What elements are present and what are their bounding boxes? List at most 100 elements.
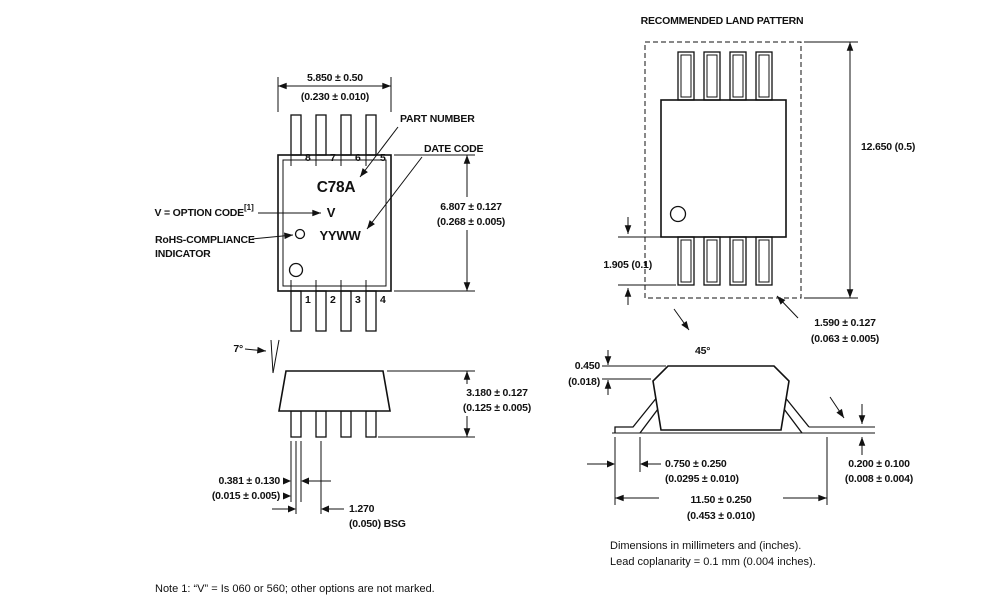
dim-land-pad-width-mm: 1.590 ± 0.127: [814, 317, 876, 329]
rohs-label-line1: RoHS-COMPLIANCE: [155, 234, 255, 246]
arrowhead: [607, 460, 615, 468]
units-note: Dimensions in millimeters and (inches).: [610, 540, 801, 552]
dim-overall-width: 11.50 ± 0.250 (0.453 ± 0.010): [614, 437, 828, 522]
dim-body-height-mm: 3.180 ± 0.127: [466, 387, 528, 399]
land-pad-inner: [758, 54, 770, 98]
land-pattern-title: RECOMMENDED LAND PATTERN: [641, 15, 804, 27]
dim-foot-length-in: (0.0295 ± 0.010): [665, 473, 739, 485]
land-pad: [755, 51, 773, 101]
coplanarity-note: Lead coplanarity = 0.1 mm (0.004 inches)…: [610, 556, 816, 568]
dim-body-width-mm: 5.850 ± 0.50: [307, 72, 363, 84]
dim-foot-length-mm: 0.750 ± 0.250: [665, 458, 727, 470]
dim-body-width: 5.850 ± 0.50 (0.230 ± 0.010): [277, 72, 392, 112]
side-view-body: [278, 370, 391, 412]
land-pad: [755, 236, 773, 286]
arrowhead: [321, 505, 329, 513]
pin-4: [365, 290, 377, 332]
pin-number-6: 6: [355, 152, 361, 164]
date-code-leader-arrow: [366, 156, 423, 230]
land-pad: [729, 51, 747, 101]
dim-lead-pitch-mm: 1.270: [349, 503, 375, 515]
pin-index-ticks: [290, 155, 367, 291]
land-pattern-body: [660, 99, 787, 238]
dim-lead-thickness-mm: 0.200 ± 0.100: [848, 458, 910, 470]
land-pad-inner: [680, 239, 692, 283]
arrowhead: [283, 477, 291, 485]
land-pad: [703, 236, 721, 286]
marking-option-code: V: [327, 205, 336, 220]
dim-chamfer-angle: 45°: [695, 345, 710, 357]
package-top-view: 8 7 6 5 1 2 3 4 C78A V YYWW: [277, 114, 392, 332]
dim-body-length: 6.807 ± 0.127 (0.268 ± 0.005): [394, 154, 512, 292]
arrowhead: [301, 477, 309, 485]
pin-number-7: 7: [330, 152, 336, 164]
dim-lead-width: 0.381 ± 0.130 (0.015 ± 0.005): [212, 441, 331, 502]
dim-chamfer-height-in: (0.018): [568, 376, 600, 388]
land-pattern-boundary: [644, 41, 802, 299]
dim-lead-thickness: 0.200 ± 0.100 (0.008 ± 0.004): [829, 396, 913, 485]
arrowhead: [640, 460, 648, 468]
dim-land-pattern-length-value: 12.650 (0.5): [861, 141, 915, 153]
land-pads-top: [677, 51, 773, 101]
rohs-label-line2: INDICATOR: [155, 248, 211, 260]
dim-foot-length: 0.750 ± 0.250 (0.0295 ± 0.010): [587, 437, 739, 485]
end-view-body: [652, 365, 790, 431]
side-lead-2: [315, 410, 327, 438]
dim-body-height-in: (0.125 ± 0.005): [463, 402, 531, 414]
pin-8: [290, 114, 302, 156]
rohs-leader-arrow: [251, 232, 294, 240]
land-pad: [729, 236, 747, 286]
dim-body-width-in: (0.230 ± 0.010): [301, 91, 369, 103]
pin-2: [315, 290, 327, 332]
pin-number-3: 3: [355, 294, 361, 306]
land-pad-inner: [680, 54, 692, 98]
side-lead-1: [290, 410, 302, 438]
dim-draft-angle: 7°: [233, 343, 243, 355]
recommended-land-pattern: RECOMMENDED LAND PATTERN 12.650 (0.5): [603, 15, 915, 345]
pin-number-2: 2: [330, 294, 336, 306]
side-lead-3: [340, 410, 352, 438]
dim-land-pad-height: 1.905 (0.1): [603, 217, 676, 305]
land-pad-inner: [706, 239, 718, 283]
dim-land-pad-height-value: 1.905 (0.1): [603, 259, 652, 271]
pin-1: [290, 290, 302, 332]
land-pad: [677, 236, 695, 286]
draft-angle-edge-line: [272, 339, 280, 374]
draft-angle-reference-line: [270, 339, 274, 374]
marking-part-number: C78A: [317, 179, 356, 196]
rohs-indicator-circle: [294, 228, 306, 240]
dim-lead-width-in: (0.015 ± 0.005): [212, 490, 280, 502]
dim-text-backing: [456, 384, 540, 416]
package-end-view: 45° 0.450 (0.018) 0.750 ±: [568, 308, 913, 522]
dim-land-pad-width: 1.590 ± 0.127 (0.063 ± 0.005): [776, 295, 879, 345]
land-pad-inner: [706, 54, 718, 98]
dim-lead-pitch-in: (0.050) BSG: [349, 518, 406, 530]
pin-number-4: 4: [380, 294, 386, 306]
dim-lead-thickness-in: (0.008 ± 0.004): [845, 473, 913, 485]
top-view-callouts: PART NUMBER DATE CODE V = OPTION CODE [1…: [155, 113, 484, 260]
package-body-inner-outline: [282, 159, 387, 287]
part-number-leader-arrow: [359, 126, 399, 178]
pin-6: [340, 114, 352, 156]
option-code-footnote: Note 1: “V” = Is 060 or 560; other optio…: [155, 583, 435, 595]
dim-chamfer-height: 0.450 (0.018): [568, 350, 666, 395]
draft-angle-leader-arrow: [244, 346, 267, 354]
pin-5: [365, 114, 377, 156]
option-code-label: V = OPTION CODE: [155, 207, 245, 219]
dim-overall-width-mm: 11.50 ± 0.250: [691, 494, 752, 506]
dim-lead-width-mm: 0.381 ± 0.130: [218, 475, 280, 487]
land-pads-bottom: [677, 236, 773, 286]
arrowhead: [288, 505, 296, 513]
pin-7: [315, 114, 327, 156]
pin-3: [340, 290, 352, 332]
side-lead-4: [365, 410, 377, 438]
dim-overall-width-in: (0.453 ± 0.010): [687, 510, 755, 522]
land-pad-inner: [732, 54, 744, 98]
pin-number-1: 1: [305, 294, 311, 306]
dim-body-length-mm: 6.807 ± 0.127: [440, 201, 502, 213]
land-pad-inner: [732, 239, 744, 283]
marking-date-code: YYWW: [319, 228, 361, 243]
pin1-indicator-circle: [288, 262, 304, 278]
